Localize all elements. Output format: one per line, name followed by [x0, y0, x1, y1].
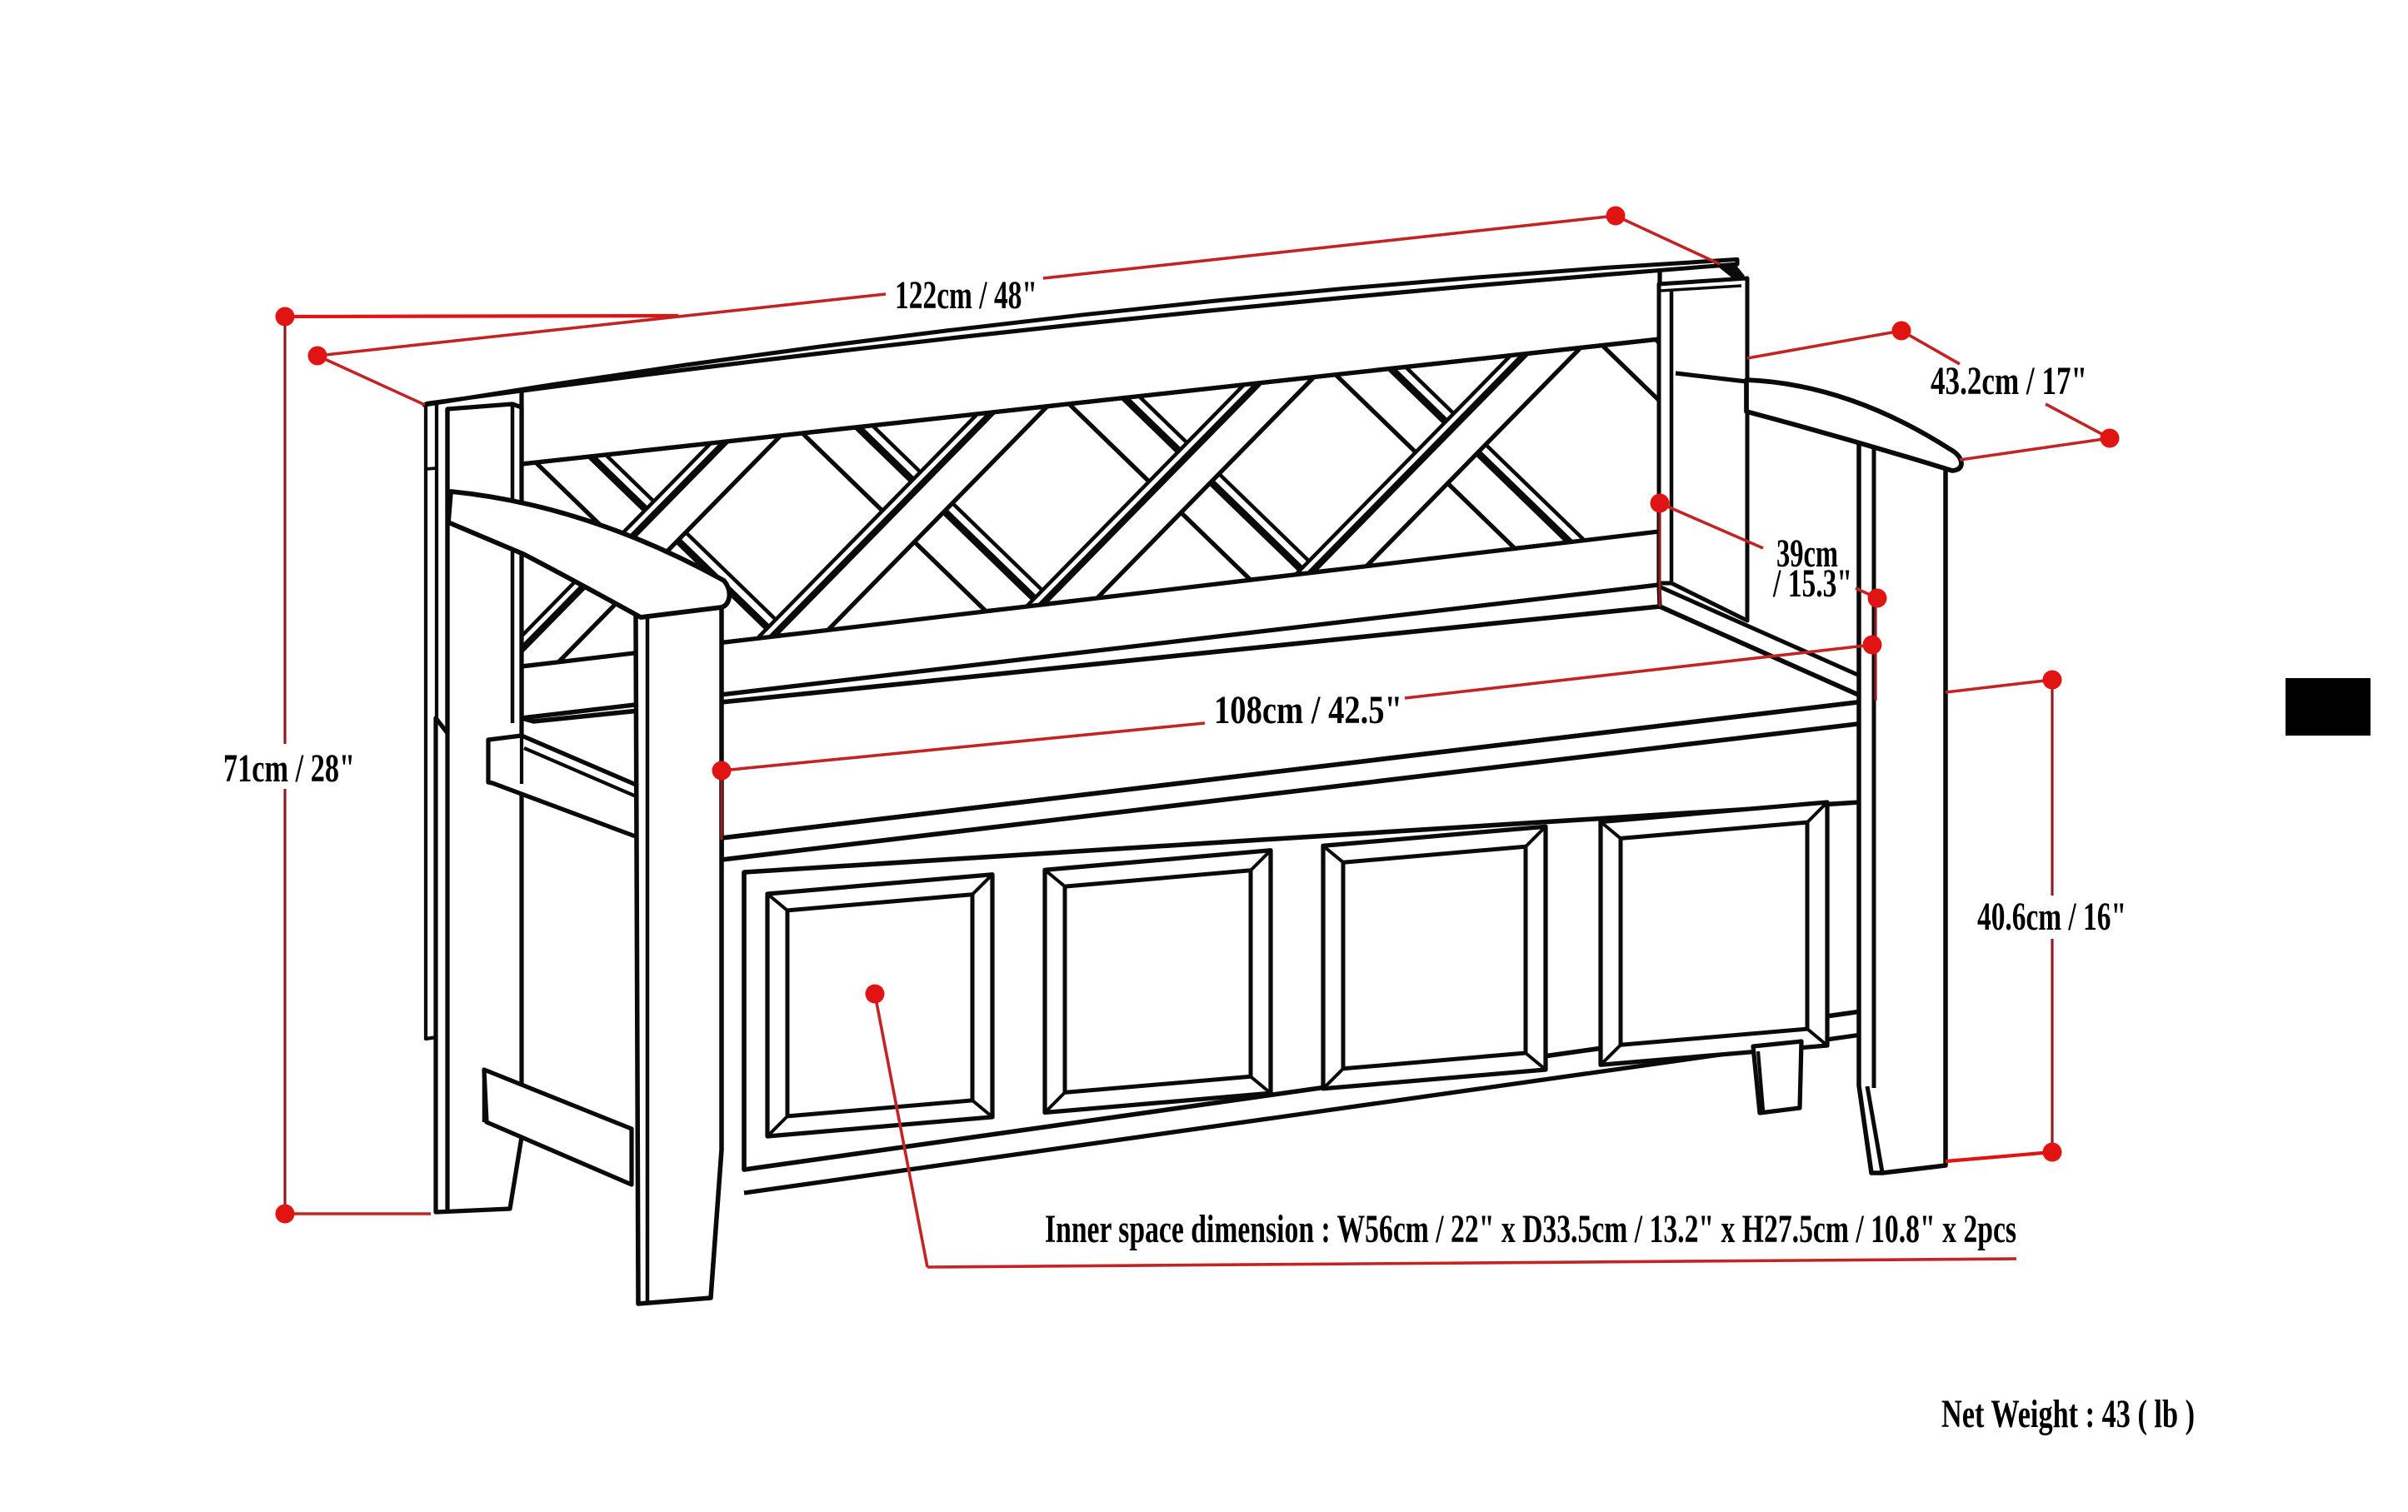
- svg-text:122cm / 48": 122cm / 48": [895, 273, 1037, 317]
- svg-text:108cm / 42.5": 108cm / 42.5": [1214, 688, 1402, 732]
- svg-text:39cm: 39cm: [1776, 531, 1838, 576]
- svg-text:Inner space dimension : W56cm: Inner space dimension : W56cm / 22" x D3…: [1045, 1207, 2016, 1251]
- svg-text:43.2cm / 17": 43.2cm / 17": [1931, 359, 2087, 403]
- svg-text:Net Weight : 43 ( lb ): Net Weight : 43 ( lb ): [1941, 1392, 2195, 1436]
- svg-text:/ 15.3": / 15.3": [1772, 561, 1852, 606]
- svg-text:40.6cm / 16": 40.6cm / 16": [1977, 895, 2126, 939]
- svg-text:71cm / 28": 71cm / 28": [223, 746, 355, 791]
